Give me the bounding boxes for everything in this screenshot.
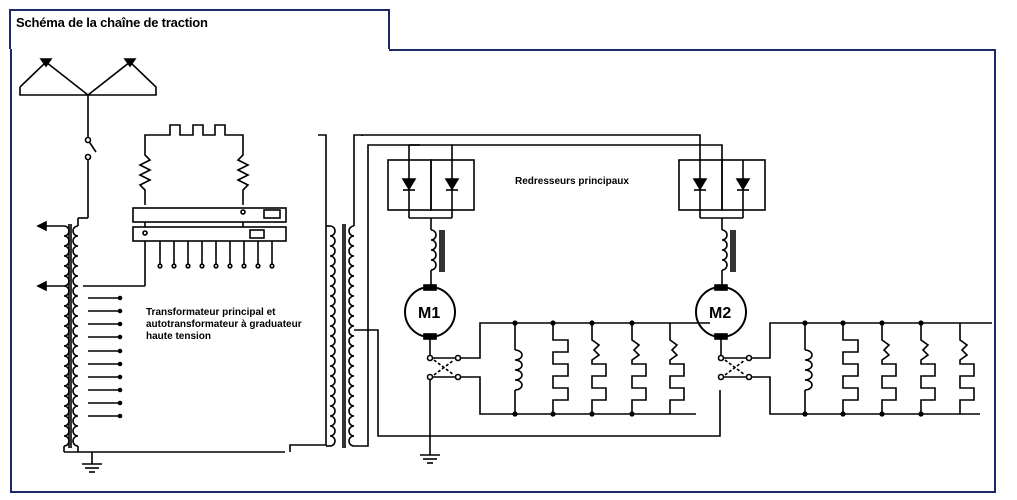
resistor-bank-2 [802, 320, 975, 417]
motor-1-label: M1 [418, 305, 440, 322]
diagram-title: Schéma de la chaîne de traction [16, 15, 208, 30]
graduator [132, 124, 287, 269]
transformer-label-line-3: haute tension [146, 331, 211, 342]
rectifiers-label: Redresseurs principaux [515, 176, 629, 187]
tap-changer [83, 240, 146, 419]
enclosure-line [289, 134, 327, 452]
secondary-winding [326, 134, 721, 448]
outer-frame [10, 49, 996, 493]
motor-2-label: M2 [709, 305, 731, 322]
rectifier-group-2 [452, 144, 766, 288]
resistor-bank-1 [512, 320, 685, 417]
motor-1-circuit [404, 284, 710, 464]
pantograph [19, 58, 157, 218]
transformer-label-line-2: autotransformateur à graduateur [146, 319, 302, 330]
motor-2-circuit [695, 284, 992, 415]
rectifier-group-1 [387, 144, 475, 288]
transformer-label-line-1: Transformateur principal et [146, 307, 276, 318]
schematic-lines [19, 58, 992, 473]
diagram-title-box: Schéma de la chaîne de traction [9, 9, 390, 49]
primary-winding [36, 217, 102, 473]
